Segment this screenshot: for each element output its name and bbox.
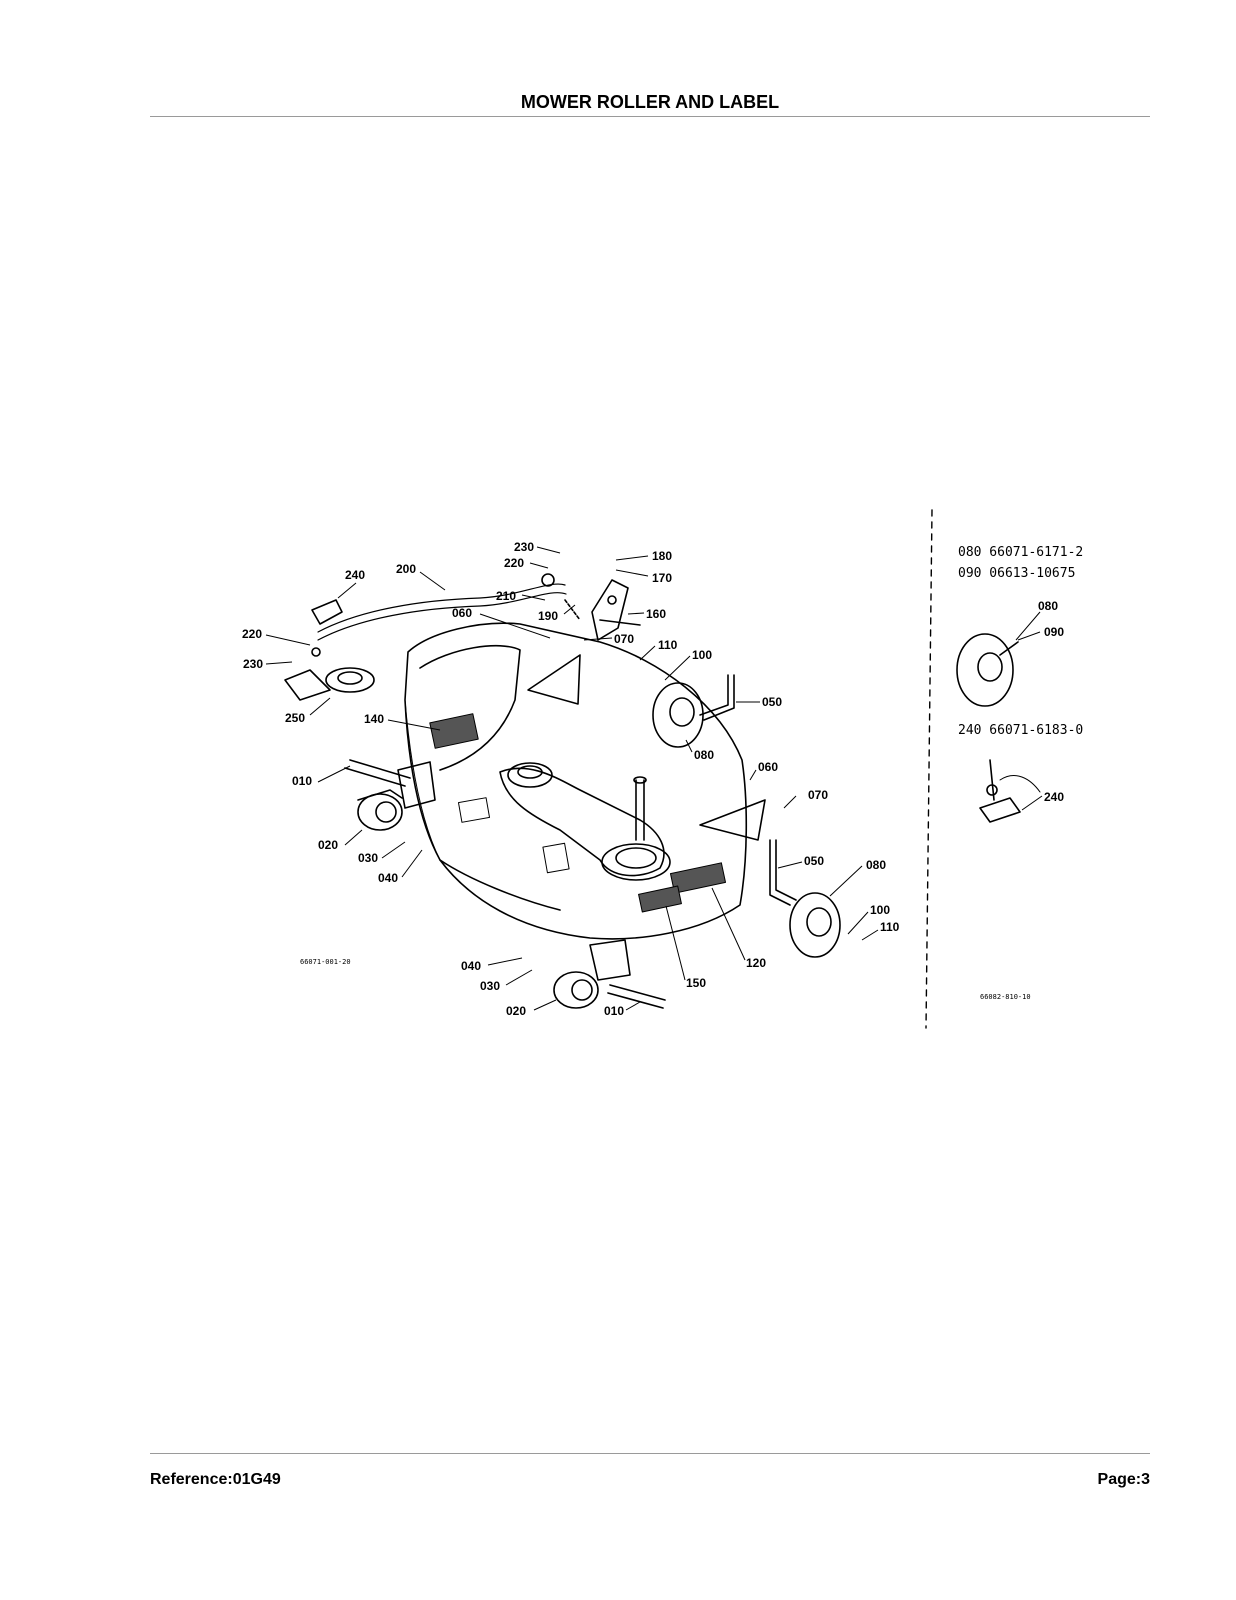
label-150 xyxy=(638,885,682,913)
callout-250: 250 xyxy=(285,711,305,725)
callout-050-right: 050 xyxy=(804,854,824,868)
label-120 xyxy=(669,862,727,894)
callout-160: 160 xyxy=(646,607,666,621)
callout-060-right: 060 xyxy=(758,760,778,774)
roller-bracket-left xyxy=(397,761,436,809)
callout-030: 030 xyxy=(358,851,378,865)
inset-part-line-1: 080 66071-6171-2 xyxy=(958,545,1083,560)
guide-plate-right xyxy=(699,799,766,841)
callout-080: 080 xyxy=(694,748,714,762)
link-240 xyxy=(311,599,343,625)
callout-100: 100 xyxy=(692,648,712,662)
callout-010-bottom: 010 xyxy=(604,1004,624,1018)
callout-240: 240 xyxy=(345,568,365,582)
tension-arm xyxy=(591,579,629,641)
callout-220: 220 xyxy=(504,556,524,570)
callout-140: 140 xyxy=(364,712,384,726)
inset-part-line-2: 090 06613-10675 xyxy=(958,566,1075,581)
reference-label: Reference:01G49 xyxy=(150,1471,281,1488)
callout-230-left: 230 xyxy=(243,657,263,671)
callout-020: 020 xyxy=(318,838,338,852)
label-140 xyxy=(429,713,479,749)
callout-120: 120 xyxy=(746,956,766,970)
gauge-roller-bottom xyxy=(553,971,599,1009)
callout-220-left: 220 xyxy=(242,627,262,641)
roller-bracket-bottom xyxy=(589,939,631,981)
cable-200 xyxy=(317,583,566,633)
deck-chute xyxy=(499,767,665,877)
callout-100-right: 100 xyxy=(870,903,890,917)
callout-080-right: 080 xyxy=(866,858,886,872)
guide-plate xyxy=(527,654,581,705)
wheel-080-bottom xyxy=(789,892,841,958)
drawing-code-left: 66071-001-20 xyxy=(300,958,351,966)
gauge-roller-left xyxy=(357,793,403,831)
callout-070-right: 070 xyxy=(808,788,828,802)
page-number: Page:3 xyxy=(1097,1471,1150,1488)
inset-label-240: 240 xyxy=(1044,790,1064,804)
callout-170: 170 xyxy=(652,571,672,585)
callout-110: 110 xyxy=(658,638,678,652)
inset-label-090: 090 xyxy=(1044,625,1064,639)
inset-label-080: 080 xyxy=(1038,599,1058,613)
callout-030-bottom: 030 xyxy=(480,979,500,993)
callout-210: 210 xyxy=(496,589,516,603)
callout-230: 230 xyxy=(514,540,534,554)
inset-divider xyxy=(925,509,933,1029)
callout-190: 190 xyxy=(538,609,558,623)
drawing-code-right: 66082-810-10 xyxy=(980,993,1031,1001)
callout-060: 060 xyxy=(452,606,472,620)
mower-deck xyxy=(404,622,748,940)
callout-110-right: 110 xyxy=(880,920,900,934)
callout-010: 010 xyxy=(292,774,312,788)
callout-050: 050 xyxy=(762,695,782,709)
callout-200: 200 xyxy=(396,562,416,576)
page-title: MOWER ROLLER AND LABEL xyxy=(520,92,780,112)
spindle-pulley xyxy=(601,843,671,881)
callout-070: 070 xyxy=(614,632,634,646)
callout-180: 180 xyxy=(652,549,672,563)
wheel-080-top xyxy=(652,682,704,748)
callout-150: 150 xyxy=(686,976,706,990)
pulley-250 xyxy=(325,667,375,693)
inset-bracket xyxy=(979,797,1021,823)
callout-040-bottom: 040 xyxy=(461,959,481,973)
link-230 xyxy=(284,669,331,701)
footer-rule xyxy=(150,1453,1150,1454)
callout-040: 040 xyxy=(378,871,398,885)
inset-part-line-3: 240 66071-6183-0 xyxy=(958,723,1083,738)
callout-020-bottom: 020 xyxy=(506,1004,526,1018)
inset-wheel xyxy=(956,633,1014,707)
header-rule xyxy=(150,116,1150,117)
